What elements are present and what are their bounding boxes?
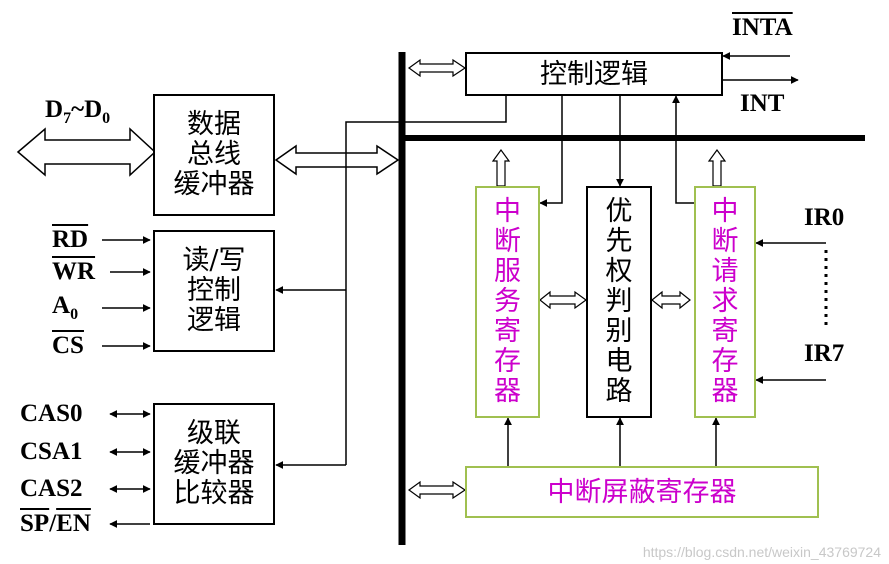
data-bus-sub-high: 7	[63, 110, 72, 127]
cascade-buffer-line-2: 缓冲器	[173, 448, 255, 479]
sp-en-slash: /	[49, 510, 57, 537]
watermark: https://blog.csdn.net/weixin_43769724	[642, 544, 881, 560]
bus-to-isr-arrow	[491, 148, 511, 187]
priority-resolver-label: 优先权判别电路	[605, 196, 633, 407]
cascade-buffer-line-3: 比较器	[173, 478, 255, 509]
rw-logic-line-1: 读/写	[182, 245, 246, 276]
cascade-buffer-line-1: 级联	[187, 418, 241, 449]
control-logic-label: 控制逻辑	[540, 58, 648, 90]
data-bus-buffer-line-2: 总线	[187, 139, 241, 170]
sp-en-label: SP/EN	[20, 510, 91, 538]
rd-label: RD	[52, 226, 89, 253]
data-bus-buffer-block: 数据 总线 缓冲器	[153, 94, 275, 216]
bus-to-irr-arrow	[707, 148, 727, 187]
rw-logic-block: 读/写 控制 逻辑	[153, 230, 275, 352]
data-bus-arrow	[16, 127, 157, 177]
data-bus-d-low: D	[84, 96, 103, 123]
irr-to-cl-wire	[672, 95, 696, 204]
isr-label: 中断服务寄存器	[494, 196, 521, 407]
imr-label: 中断屏蔽寄存器	[547, 476, 737, 508]
buffer-bus-arrow	[274, 144, 400, 176]
imr-bus-arrow	[407, 480, 467, 500]
rw-logic-line-2: 控制	[187, 275, 241, 306]
cascade-buffer-block: 级联 缓冲器 比较器	[153, 403, 275, 525]
ir7-label: IR7	[804, 340, 845, 367]
cas2-label: CAS2	[20, 475, 83, 502]
a0-letter: A	[52, 292, 71, 319]
sp-label: SP	[20, 510, 50, 537]
control-logic-block: 控制逻辑	[465, 52, 723, 96]
cl-to-isr-wire	[539, 94, 563, 207]
rw-logic-line-3: 逻辑	[187, 305, 241, 336]
data-bus-buffer-line-1: 数据	[187, 109, 241, 140]
int-label: INT	[740, 90, 785, 117]
data-bus-label: D7~D0	[45, 96, 110, 128]
inta-label: INTA	[732, 14, 793, 41]
en-label: EN	[56, 510, 91, 537]
isr-block: 中断服务寄存器	[475, 186, 540, 418]
data-bus-d-high: D	[45, 96, 64, 123]
irr-label: 中断请求寄存器	[711, 196, 739, 407]
data-bus-tilde: ~	[71, 96, 85, 123]
wr-label: WR	[52, 258, 96, 285]
pr-irr-arrow	[651, 290, 691, 310]
data-bus-sub-low: 0	[102, 110, 111, 127]
a0-sub: 0	[70, 306, 79, 323]
cs-label: CS	[52, 332, 84, 359]
priority-resolver-block: 优先权判别电路	[586, 186, 652, 418]
imr-block: 中断屏蔽寄存器	[465, 466, 819, 518]
a0-label: A0	[52, 292, 78, 324]
isr-pr-arrow	[539, 290, 588, 310]
control-rail	[345, 94, 507, 465]
csa1-label: CSA1	[20, 438, 83, 465]
data-bus-buffer-line-3: 缓冲器	[173, 169, 255, 200]
ir0-label: IR0	[804, 204, 845, 231]
control-logic-bus-arrow	[407, 58, 467, 78]
cas0-label: CAS0	[20, 400, 83, 427]
irr-block: 中断请求寄存器	[694, 186, 756, 418]
